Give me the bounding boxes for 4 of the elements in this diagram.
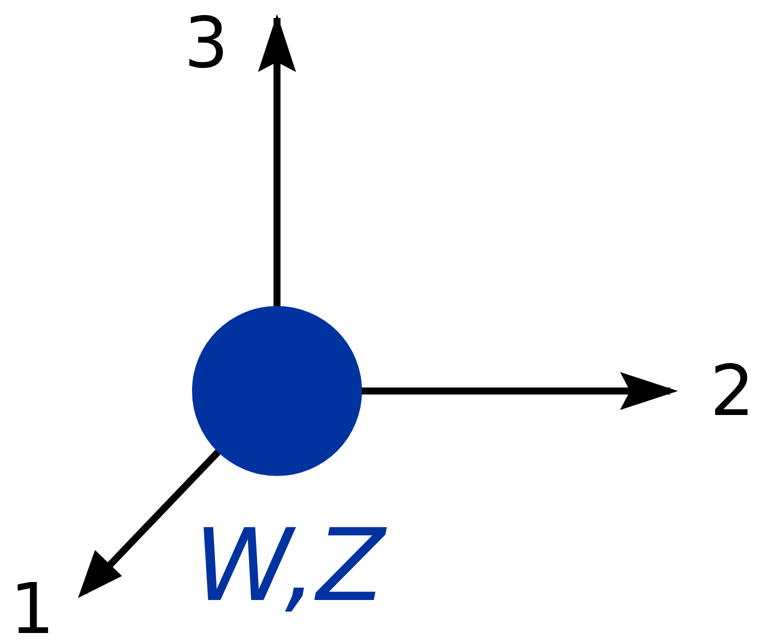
axis-label: 3 — [184, 8, 229, 78]
node-caption: W,Z — [194, 516, 386, 616]
axis-label: 1 — [10, 574, 55, 644]
axis-label: 2 — [710, 356, 755, 426]
